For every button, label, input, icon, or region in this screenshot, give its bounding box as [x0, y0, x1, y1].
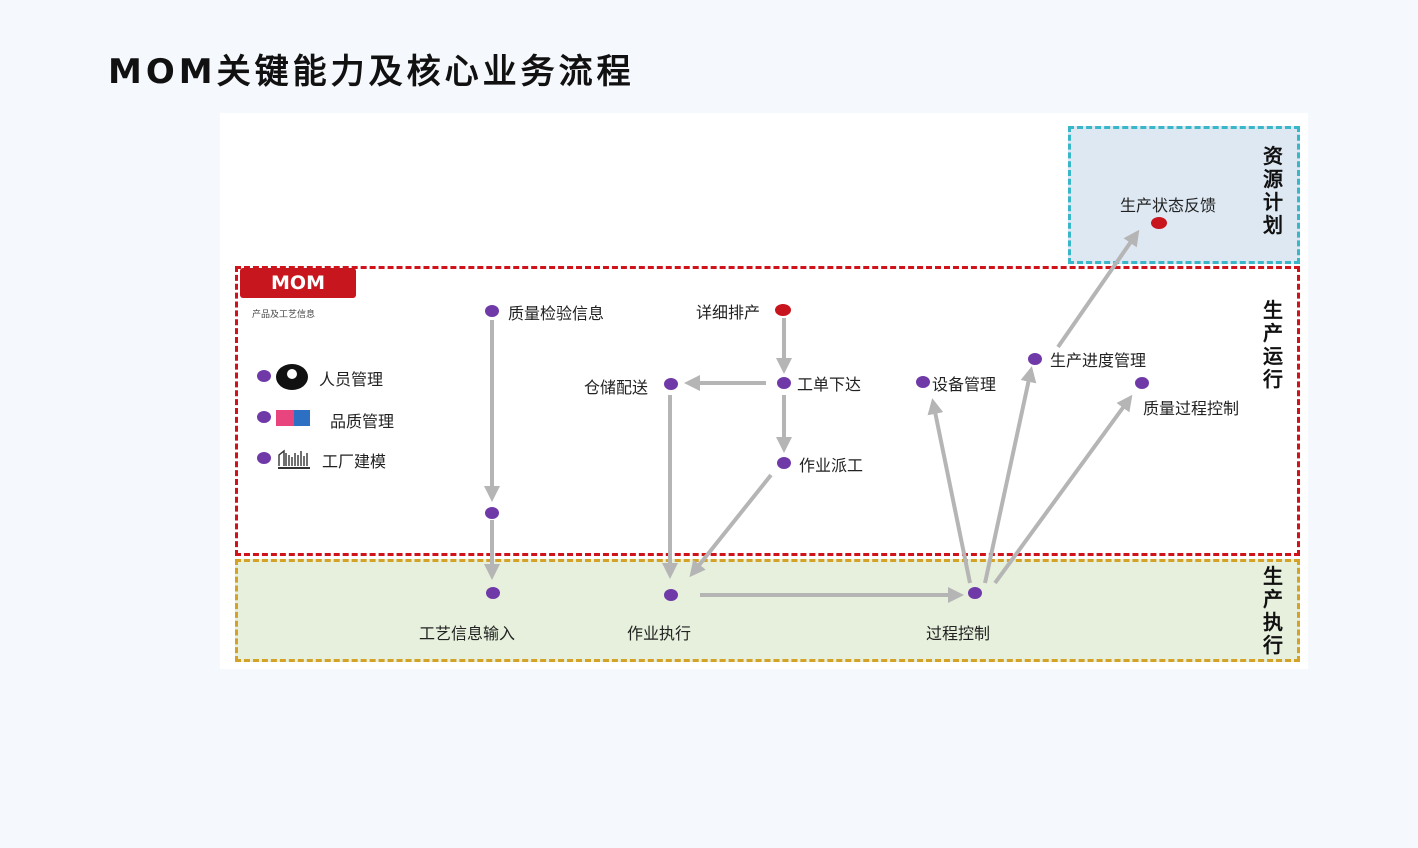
- arrow-control-to-equipment: [927, 398, 972, 584]
- node-exec-label: 作业执行: [627, 624, 692, 643]
- node-dispatch-dot: [777, 457, 791, 469]
- legend-dot: [257, 452, 271, 464]
- node-equipment-label: 设备管理: [932, 375, 997, 394]
- node-warehouse-label: 仓储配送: [584, 378, 649, 397]
- diagram-canvas: 资源计划 生产运行 生产执行 MOM 产品及工艺信息 人员管理 品质管理 工厂建…: [220, 113, 1308, 669]
- legend-label-quality: 品质管理: [330, 412, 395, 431]
- zone-label-run: 生产运行: [1263, 298, 1283, 391]
- node-order-label: 工单下达: [797, 375, 862, 394]
- quality-icon: [276, 410, 310, 426]
- node-inspection-dot: [485, 305, 499, 317]
- zone-label-exec: 生产执行: [1263, 564, 1283, 657]
- node-quality-process-label: 质量过程控制: [1143, 399, 1240, 418]
- node-progress-label: 生产进度管理: [1050, 351, 1147, 370]
- node-order-dot: [777, 377, 791, 389]
- arrow-progress-to-feedback: [1056, 229, 1140, 349]
- node-dispatch-label: 作业派工: [799, 456, 864, 475]
- node-feedback-label: 生产状态反馈: [1120, 196, 1217, 215]
- node-input-label: 工艺信息输入: [419, 624, 516, 643]
- node-control-label: 过程控制: [926, 624, 991, 643]
- page-title: MOM关键能力及核心业务流程: [108, 52, 635, 92]
- factory-icon: [278, 447, 310, 469]
- arrow-control-to-quality: [993, 394, 1133, 585]
- legend-label-personnel: 人员管理: [319, 370, 384, 389]
- node-progress-dot: [1028, 353, 1042, 365]
- node-exec-dot: [664, 589, 678, 601]
- arrow-dispatch-to-exec: [689, 473, 773, 578]
- zone-resource-plan: [1068, 126, 1300, 264]
- person-icon: [276, 364, 308, 390]
- node-schedule-dot: [775, 304, 791, 316]
- node-mid-dot: [485, 507, 499, 519]
- node-input-dot: [486, 587, 500, 599]
- node-schedule-label: 详细排产: [696, 303, 761, 322]
- legend-dot: [257, 411, 271, 423]
- zone-production-run: [235, 266, 1300, 556]
- node-quality-process-dot: [1135, 377, 1149, 389]
- legend-dot: [257, 370, 271, 382]
- zone-label-plan: 资源计划: [1263, 144, 1283, 237]
- node-warehouse-dot: [664, 378, 678, 390]
- legend-label-factory: 工厂建模: [322, 452, 387, 471]
- node-equipment-dot: [916, 376, 930, 388]
- node-inspection-label: 质量检验信息: [508, 304, 605, 323]
- mom-badge: MOM: [240, 268, 356, 298]
- mom-subtitle: 产品及工艺信息: [252, 310, 316, 320]
- node-control-dot: [968, 587, 982, 599]
- node-feedback-dot: [1151, 217, 1167, 229]
- arrow-control-to-progress: [983, 366, 1037, 584]
- zone-production-exec: [235, 559, 1300, 662]
- flow-arrows: [484, 229, 1140, 603]
